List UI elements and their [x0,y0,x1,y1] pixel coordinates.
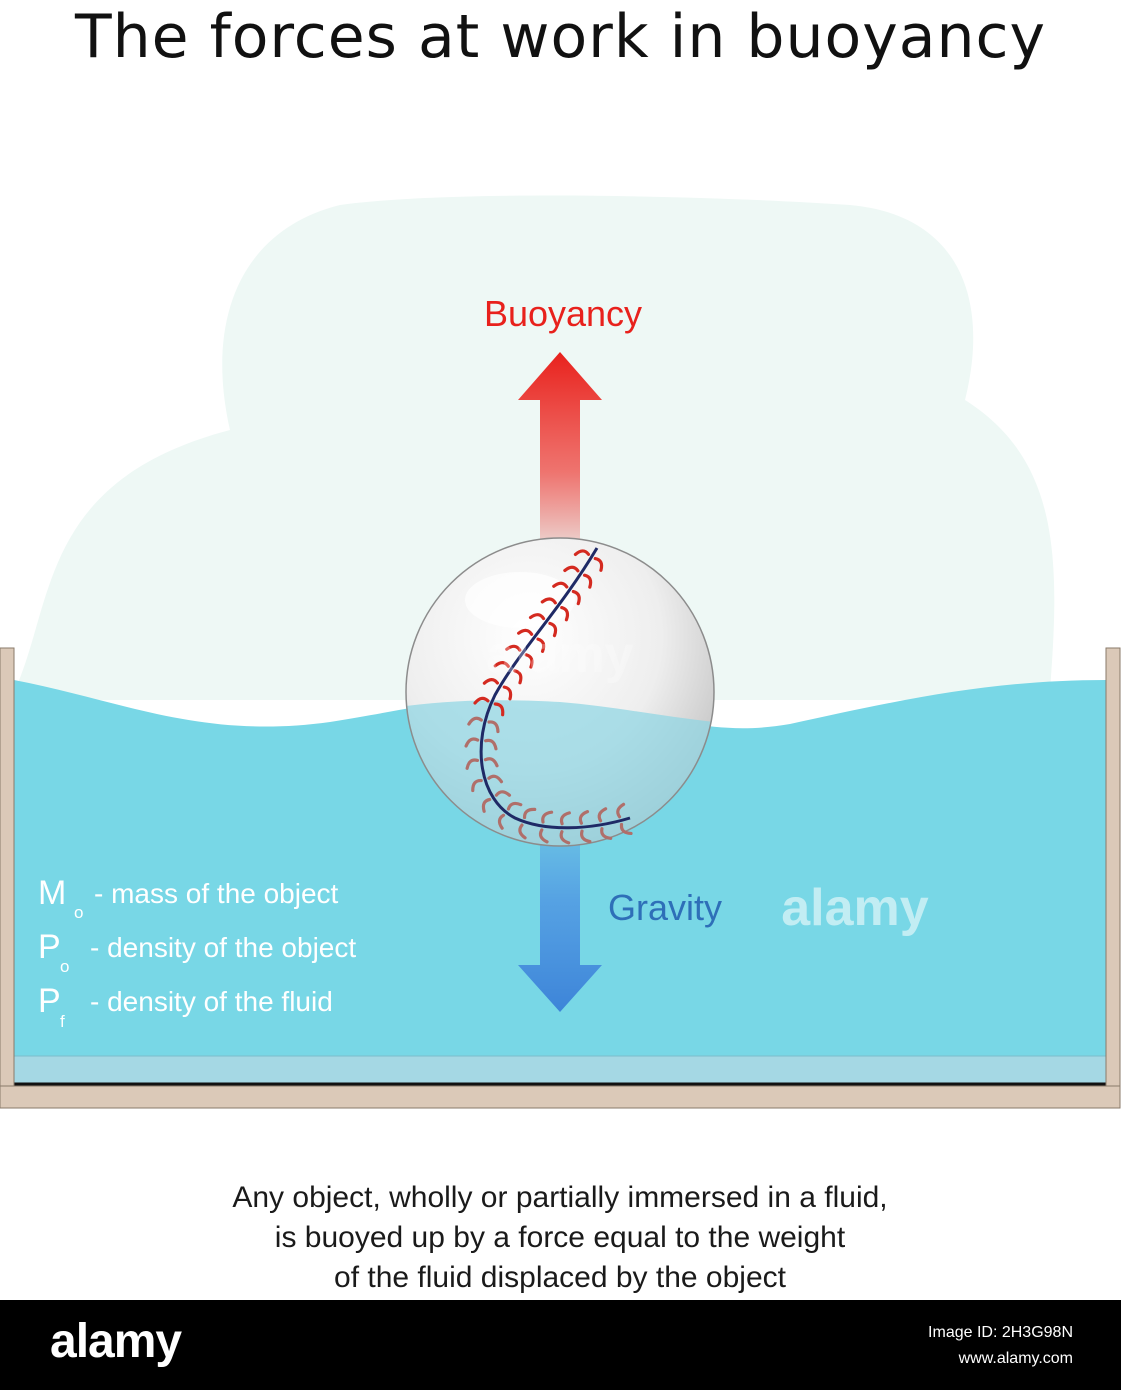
caption-line: of the fluid displaced by the object [334,1261,786,1294]
stitch [538,828,549,844]
legend: M o - mass of the object P o - density o… [38,874,356,1031]
buoyancy-label: Buoyancy [484,293,642,334]
footer-bar: alamy Image ID: 2H3G98N www.alamy.com [0,1300,1121,1390]
caption-line: is buoyed up by a force equal to the wei… [274,1221,846,1254]
buoyancy-arrow [518,352,602,570]
stitch [483,757,499,768]
stitch [517,628,534,636]
legend-item-fluid-density: P f - density of the fluid [38,982,333,1031]
stitch [506,801,523,811]
footer-info: Image ID: 2H3G98N www.alamy.com [928,1320,1073,1372]
stitch [559,811,571,826]
buoyancy-diagram: Buoyancy Gravity M o - mass of the objec… [0,195,1121,1109]
stitch [493,702,505,717]
stitch [494,790,512,797]
legend-subscript: f [60,1012,65,1031]
gravity-arrow [518,790,602,1012]
stitch [493,661,510,668]
stitch [482,678,500,685]
stitch [502,685,513,701]
stitch [528,613,546,621]
tank-bottom-layer [13,1055,1107,1086]
stitch [524,653,534,669]
legend-item-object-density: P o - density of the object [38,928,356,976]
tank-left-wall [0,647,15,1109]
stitch [593,556,604,572]
legend-subscript: o [60,957,69,976]
stitch [559,830,571,845]
legend-symbol: P [38,982,61,1020]
stitch [580,829,592,844]
caption: Any object, wholly or partially immersed… [60,1178,1060,1298]
stitch [600,827,613,840]
stitch [619,822,633,836]
stitch [522,807,537,820]
stitch [571,589,581,606]
stitch [513,669,523,685]
stitch [560,605,570,622]
image-id: Image ID: 2H3G98N [928,1324,1073,1341]
stitch [540,597,557,605]
watermark: alamy [781,879,929,937]
stitch [563,565,580,573]
stitch [582,573,593,589]
stitch [548,621,558,638]
stitch [541,810,554,824]
legend-text: - mass of the object [94,878,339,909]
legend-subscript: o [74,903,83,922]
caption-line: Any object, wholly or partially immersed… [232,1181,888,1214]
legend-symbol: P [38,928,61,966]
stitch [536,637,546,653]
stitch [484,738,498,751]
stitch [465,758,480,770]
stitch [487,774,504,784]
legend-text: - density of the object [90,932,356,963]
stitch [487,720,500,734]
stitch [481,797,492,813]
baseball-stitches [464,549,633,845]
tank-right-wall [1105,647,1121,1109]
baseball [405,537,715,847]
stitch [578,810,590,825]
stitch [573,549,591,557]
baseball-seam [479,547,631,830]
stitch [597,807,608,823]
tank-base [0,1085,1121,1109]
site-link[interactable]: www.alamy.com [958,1350,1073,1367]
stitch [505,644,522,652]
stitch [552,581,569,589]
watermark: alamy [486,626,634,684]
stitch [497,813,506,830]
legend-text: - density of the fluid [90,986,333,1017]
diagram-title: The forces at work in buoyancy [74,2,1047,72]
stitch [471,778,483,793]
gravity-label: Gravity [608,887,722,928]
alamy-logo: alamy [50,1315,182,1368]
stitch [464,737,480,748]
stitch [616,802,626,819]
stitch [467,716,483,726]
legend-item-mass: M o - mass of the object [38,874,339,922]
stitch [473,696,490,705]
stitch [518,823,527,840]
legend-symbol: M [38,874,66,912]
